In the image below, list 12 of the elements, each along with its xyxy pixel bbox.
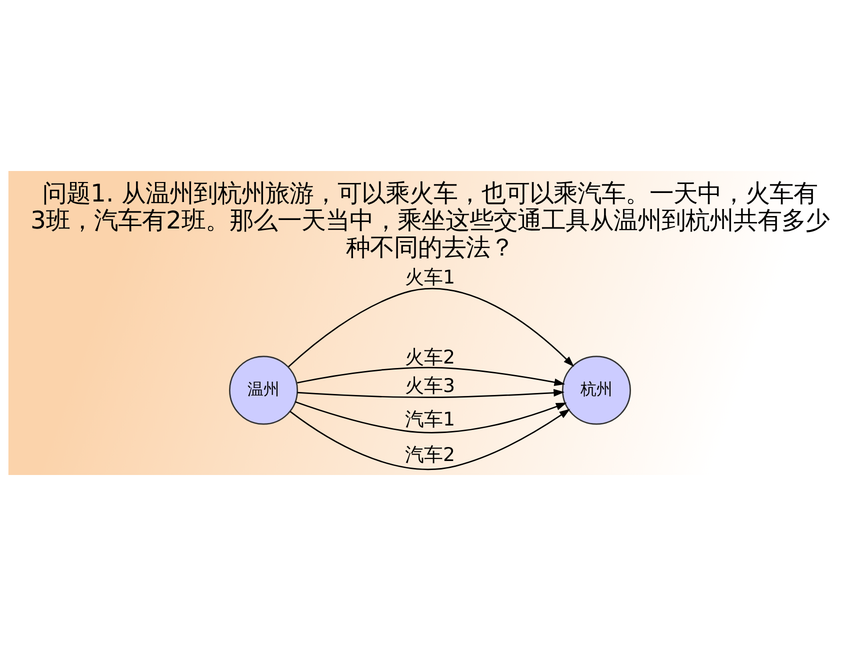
diagram-title: 问题1. 从温州到杭州旅游，可以乘火车，也可以乘汽车。一天中，火车有3班，汽车有2班。那么一天当中，乘坐这些交通工具从温州到杭州共有多少种不同的去法？ [30, 178, 830, 261]
edge-label: 汽车1 [404, 408, 456, 430]
node-circle: 温州 [229, 355, 298, 424]
edge-label: 汽车2 [404, 443, 456, 466]
arrow [297, 388, 564, 398]
edge-label: 火车3 [404, 374, 456, 396]
arrow [290, 408, 570, 470]
arrow [297, 366, 566, 386]
arrow [288, 287, 574, 367]
edge-label: 火车1 [404, 266, 456, 288]
edge-label: 火车2 [404, 346, 456, 368]
arrow [295, 400, 567, 433]
